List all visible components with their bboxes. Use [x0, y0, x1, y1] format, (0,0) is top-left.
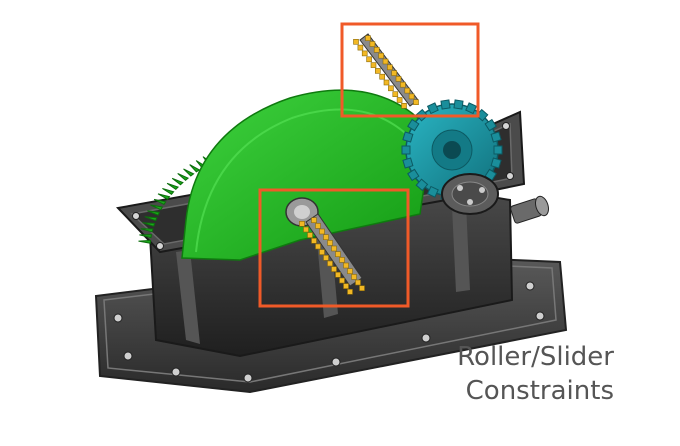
roller-marker — [343, 262, 349, 269]
roller-marker — [335, 271, 341, 278]
roller-marker — [315, 223, 321, 229]
roller-marker — [379, 73, 386, 80]
roller-marker — [311, 217, 317, 223]
gear-tooth — [407, 168, 420, 182]
caption-line-2: Constraints — [465, 376, 614, 406]
roller-marker — [339, 257, 345, 263]
highlight-box-lower — [258, 188, 410, 308]
roller-marker — [413, 99, 419, 105]
roller-marker — [373, 46, 380, 53]
gear-tooth — [490, 131, 502, 143]
roller-marker — [366, 56, 372, 63]
roller-marker — [343, 283, 349, 289]
gear-tooth — [493, 145, 503, 155]
gear-tooth — [415, 178, 429, 192]
gear-tooth — [402, 131, 414, 143]
roller-marker — [396, 97, 403, 103]
gear-tooth — [426, 102, 439, 115]
roller-constraint-lower — [299, 217, 365, 295]
roller-marker — [323, 234, 329, 240]
roller-marker — [395, 76, 402, 82]
gear-tooth — [465, 102, 478, 115]
gear-tooth — [440, 99, 451, 110]
roller-marker — [315, 243, 321, 250]
gear-tooth — [453, 99, 464, 110]
roller-marker — [319, 228, 325, 235]
roller-marker — [335, 251, 341, 257]
caption-line-1: Roller/Slider — [457, 342, 614, 372]
roller-marker — [400, 81, 406, 88]
shaft-coupling — [441, 173, 499, 215]
roller-marker — [404, 87, 411, 94]
roller-marker — [353, 38, 359, 45]
gear-tooth — [484, 118, 497, 132]
caption: Roller/Slider Constraints — [394, 340, 614, 408]
roller-marker — [355, 279, 361, 286]
small-gear — [401, 99, 503, 201]
gear-tooth — [426, 185, 439, 198]
roller-marker — [359, 285, 365, 292]
roller-marker — [383, 79, 390, 86]
roller-marker — [307, 232, 313, 238]
roller-marker — [382, 58, 389, 65]
highlight-box-upper — [340, 22, 480, 118]
roller-marker — [401, 103, 407, 109]
roller-marker — [408, 93, 415, 100]
gear-tooth — [490, 157, 502, 169]
roller-marker — [331, 266, 337, 272]
roller-marker — [327, 260, 333, 267]
roller-marker — [370, 62, 377, 68]
roller-marker — [392, 91, 399, 97]
roller-marker — [391, 70, 398, 76]
roller-marker — [386, 64, 393, 71]
roller-constraint-upper — [353, 35, 419, 109]
roller-marker — [327, 240, 333, 246]
gear-tooth — [407, 118, 420, 132]
roller-marker — [319, 249, 325, 255]
roller-marker — [299, 221, 305, 227]
gear-tooth — [402, 157, 414, 169]
roller-marker — [357, 44, 364, 51]
roller-marker — [361, 50, 368, 57]
gear-tooth — [401, 145, 411, 155]
roller-marker — [347, 288, 353, 295]
roller-marker — [331, 245, 337, 252]
roller-marker — [374, 68, 381, 74]
roller-marker — [339, 277, 345, 284]
roller-marker — [323, 255, 329, 261]
roller-marker — [388, 85, 394, 92]
roller-marker — [351, 274, 357, 280]
roller-marker — [303, 226, 309, 233]
roller-marker — [369, 41, 376, 47]
roller-marker — [311, 238, 317, 244]
roller-marker — [365, 35, 371, 42]
roller-marker — [378, 52, 384, 59]
roller-marker — [347, 268, 353, 275]
